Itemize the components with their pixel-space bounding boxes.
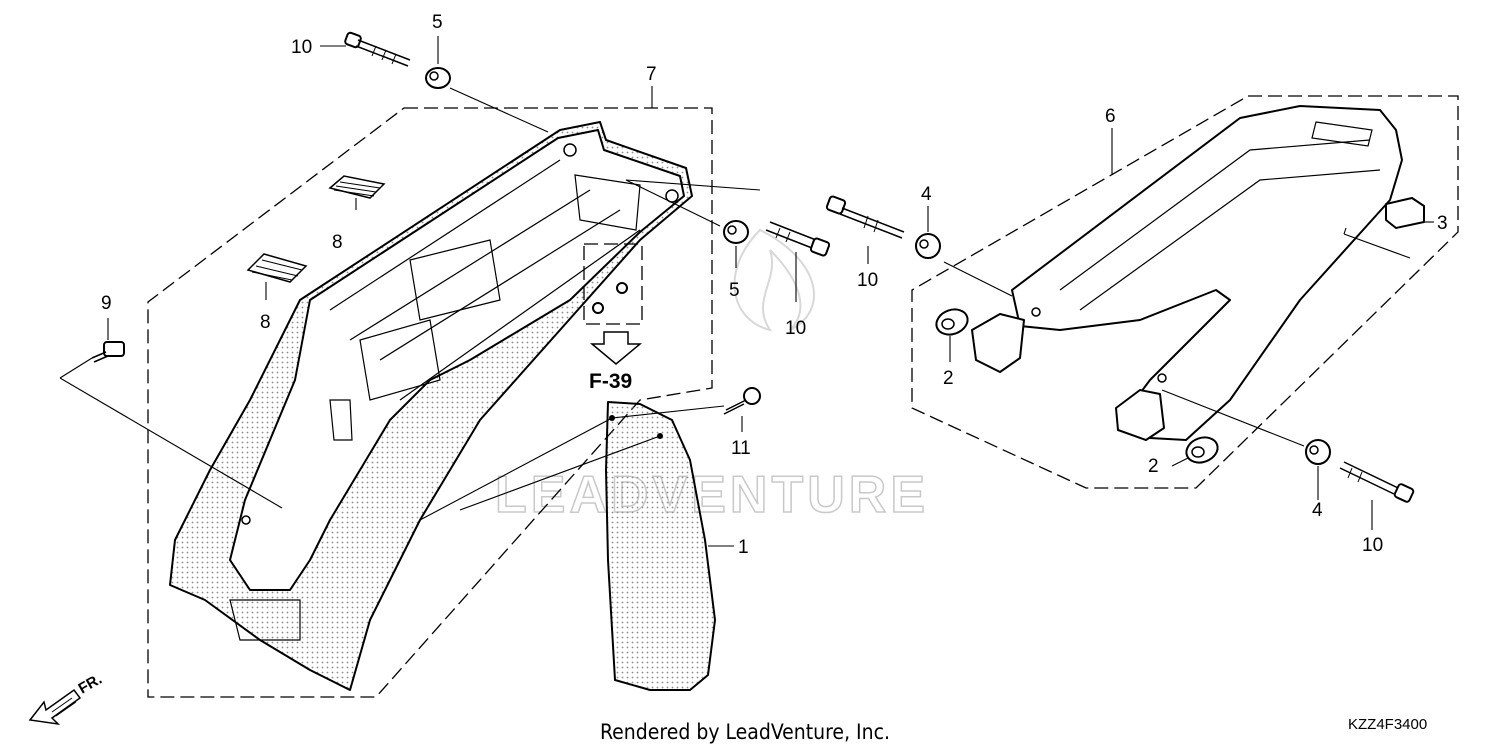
collar-4-upper[interactable] — [915, 233, 941, 259]
front-direction-arrow-icon — [28, 688, 82, 726]
watermark-text: LEADVENTURE — [495, 466, 929, 524]
callout-11: 11 — [731, 438, 751, 459]
callout-2: 2 — [943, 368, 954, 389]
callout-10: 10 — [857, 270, 878, 291]
collar-top-left[interactable] — [425, 67, 451, 89]
grommet-2-lower[interactable] — [1183, 433, 1221, 466]
bolt-10-right-upper[interactable] — [825, 195, 905, 239]
callout-4: 4 — [1312, 500, 1323, 521]
seat-cowl-assembly-box — [911, 95, 1459, 489]
reference-f39[interactable]: F-39 — [589, 331, 643, 393]
rear-cowl[interactable] — [971, 105, 1403, 441]
reference-label: F-39 — [589, 370, 632, 393]
leader-lines — [59, 36, 1434, 547]
callout-7: 7 — [646, 64, 657, 85]
callout-9: 9 — [101, 293, 112, 314]
down-arrow-icon — [589, 331, 643, 365]
bolt-9[interactable] — [91, 341, 125, 363]
rubber-block-3[interactable] — [1385, 197, 1425, 229]
callout-5: 5 — [729, 280, 740, 301]
bolt-mid[interactable] — [765, 221, 831, 257]
callout-10: 10 — [1362, 535, 1383, 556]
callout-1: 1 — [738, 537, 749, 558]
reflector-lower[interactable] — [246, 253, 308, 283]
rear-fender[interactable] — [169, 121, 693, 691]
screws-ref-box — [583, 243, 643, 325]
callout-6: 6 — [1105, 106, 1116, 127]
bolt-top-left[interactable] — [344, 31, 411, 67]
collar-mid[interactable] — [723, 220, 749, 244]
callout-8: 8 — [332, 232, 343, 253]
screw-11[interactable] — [723, 387, 761, 415]
diagram-code: KZZ4F3400 — [1348, 716, 1427, 733]
callout-10: 10 — [785, 318, 806, 339]
collar-4-lower[interactable] — [1305, 439, 1331, 465]
bolt-10-right-lower[interactable] — [1339, 461, 1415, 503]
credit-text: Rendered by LeadVenture, Inc. — [600, 720, 890, 744]
callout-4: 4 — [921, 184, 932, 205]
callout-5: 5 — [432, 12, 443, 33]
mud-flap[interactable] — [605, 401, 716, 691]
callout-3: 3 — [1437, 213, 1448, 234]
callout-2: 2 — [1148, 456, 1159, 477]
callout-8: 8 — [260, 312, 271, 333]
callouts: 10 5 7 8 8 9 5 10 11 1 6 4 10 3 2 2 4 10 — [101, 12, 1448, 558]
callout-10: 10 — [291, 37, 312, 58]
grommet-2-upper[interactable] — [933, 305, 971, 338]
watermark: LEADVENTURE — [494, 228, 929, 525]
front-direction-label: FR. — [76, 671, 105, 698]
reflector-upper[interactable] — [328, 175, 386, 199]
front-direction-indicator: FR. — [28, 671, 105, 726]
